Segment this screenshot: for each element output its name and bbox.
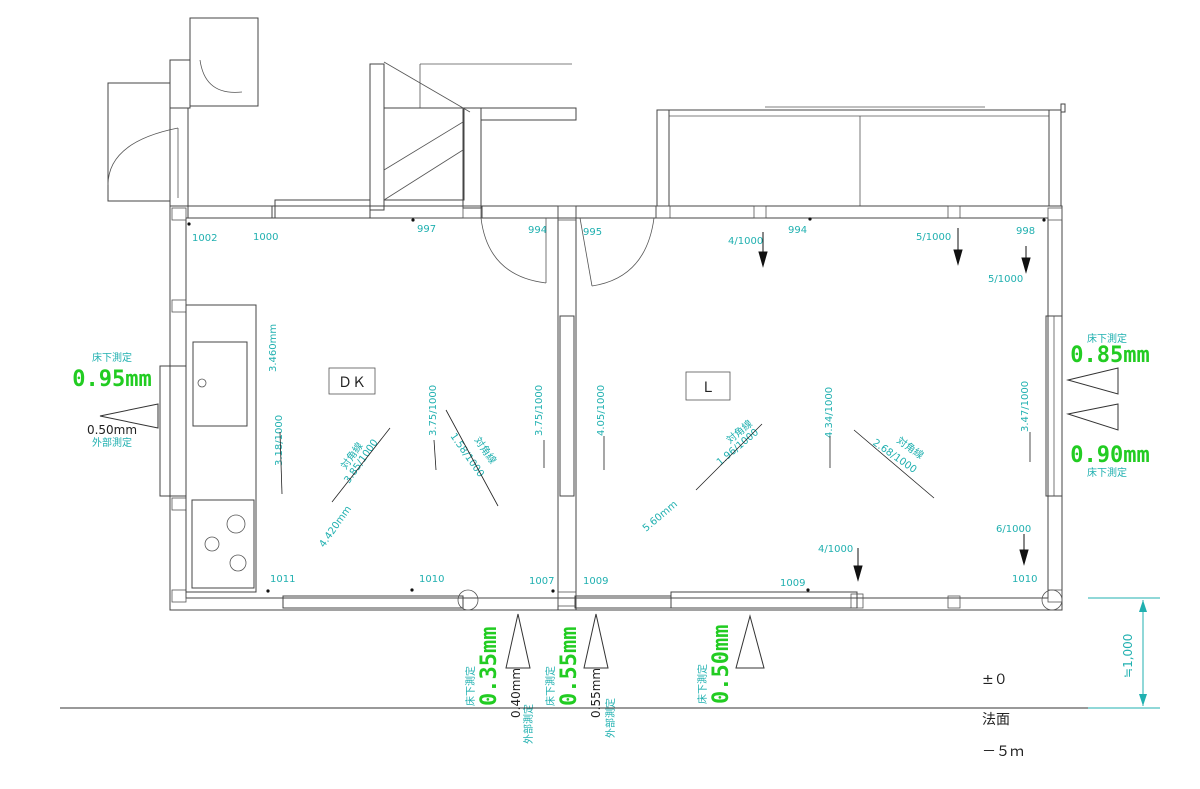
right-top-value: 0.85mm [1070, 343, 1149, 368]
slope-l-2: 4.34/1000 [824, 387, 835, 438]
left-under-label: 床下測定 [92, 351, 132, 364]
b2-ext-label: 外部測定 [604, 698, 617, 738]
slope-dk-3: 3.75/1000 [534, 385, 545, 436]
level-l-top-3: 998 [1016, 226, 1035, 237]
b2-under-value: 0.55mm [557, 627, 582, 706]
exterior-walls [169, 199, 1063, 611]
level-l-top-1: 995 [583, 227, 602, 238]
right-bot-label: 床下測定 [1087, 466, 1127, 479]
ground-legend: ≒1,000 ±０ 法面 －５ｍ [60, 597, 1160, 760]
level-dk-top-2: 1000 [253, 232, 278, 243]
slope-l-1: 4.05/1000 [596, 385, 607, 436]
legend-slope-face: 法面 [982, 712, 1010, 728]
level-dk-top-3: 997 [417, 224, 436, 235]
slope-l-bottom-1: 4/1000 [818, 544, 853, 555]
down-arrows [758, 228, 1031, 582]
level-dk-top-4: 994 [528, 225, 547, 236]
left-ext-value: 0.50mm [87, 423, 137, 437]
b1-under-value: 0.35mm [477, 627, 502, 706]
slope-l-top-2: 5/1000 [916, 232, 951, 243]
slope-dk-1: 3.18/1000 [274, 415, 285, 466]
left-ext-label: 外部測定 [92, 436, 132, 449]
legend-depth: －５ｍ [982, 744, 1024, 760]
slope-dk-2: 3.75/1000 [428, 385, 439, 436]
slope-l-bottom-2: 6/1000 [996, 524, 1031, 535]
right-top-label: 床下測定 [1087, 332, 1127, 345]
left-under-value: 0.95mm [72, 367, 151, 392]
slope-l-top-1: 4/1000 [728, 236, 763, 247]
right-measurement: 床下測定 0.85mm 0.90mm 床下測定 [1066, 332, 1150, 479]
bottom-measurements: 床下測定 0.35mm 0.40mm 外部測定 床下測定 0.55mm 0.55… [464, 613, 765, 744]
b1-under-label: 床下測定 [464, 666, 477, 706]
level-dk-top-1: 1002 [192, 233, 217, 244]
b1-ext-label: 外部測定 [522, 704, 535, 744]
dk-diagonal: 4.420mm [317, 504, 354, 550]
level-l-top-2: 994 [788, 225, 807, 236]
room-label-dk: ＤＫ [338, 375, 366, 391]
level-dk-bottom-1: 1011 [270, 574, 295, 585]
upper-structures [107, 17, 1066, 211]
room-labels: ＤＫ Ｌ [328, 367, 731, 401]
floor-level-readings: 1002 1000 997 994 995 994 998 1011 1010 … [187, 217, 1046, 593]
level-l-bottom-2: 1009 [780, 578, 805, 589]
height-mark: ≒1,000 [1121, 634, 1135, 678]
slope-l-top-3: 5/1000 [988, 274, 1023, 285]
level-dk-bottom-3: 1007 [529, 576, 554, 587]
slope-l-3: 3.47/1000 [1020, 381, 1031, 432]
b1-ext-value: 0.40mm [509, 668, 523, 718]
kitchen-counter [159, 304, 257, 593]
slope-readings: 3.460mm 3.18/1000 3.75/1000 3.75/1000 対角… [268, 232, 1031, 555]
b2-ext-value: 0.55mm [589, 668, 603, 718]
right-bot-value: 0.90mm [1070, 443, 1149, 468]
legend-zero: ±０ [982, 672, 1008, 688]
ceiling-height: 3.460mm [268, 324, 279, 372]
slope-lines [279, 409, 1031, 507]
room-label-l: Ｌ [701, 380, 715, 396]
level-dk-bottom-2: 1010 [419, 574, 444, 585]
b3-under-value: 0.50mm [709, 625, 734, 704]
left-measurement: 床下測定 0.95mm 0.50mm 外部測定 [72, 351, 159, 449]
b3-under-label: 床下測定 [696, 664, 709, 704]
l-diagonal: 5.60mm [641, 499, 680, 534]
level-l-bottom-3: 1010 [1012, 574, 1037, 585]
b2-under-label: 床下測定 [544, 666, 557, 706]
level-l-bottom-1: 1009 [583, 576, 608, 587]
